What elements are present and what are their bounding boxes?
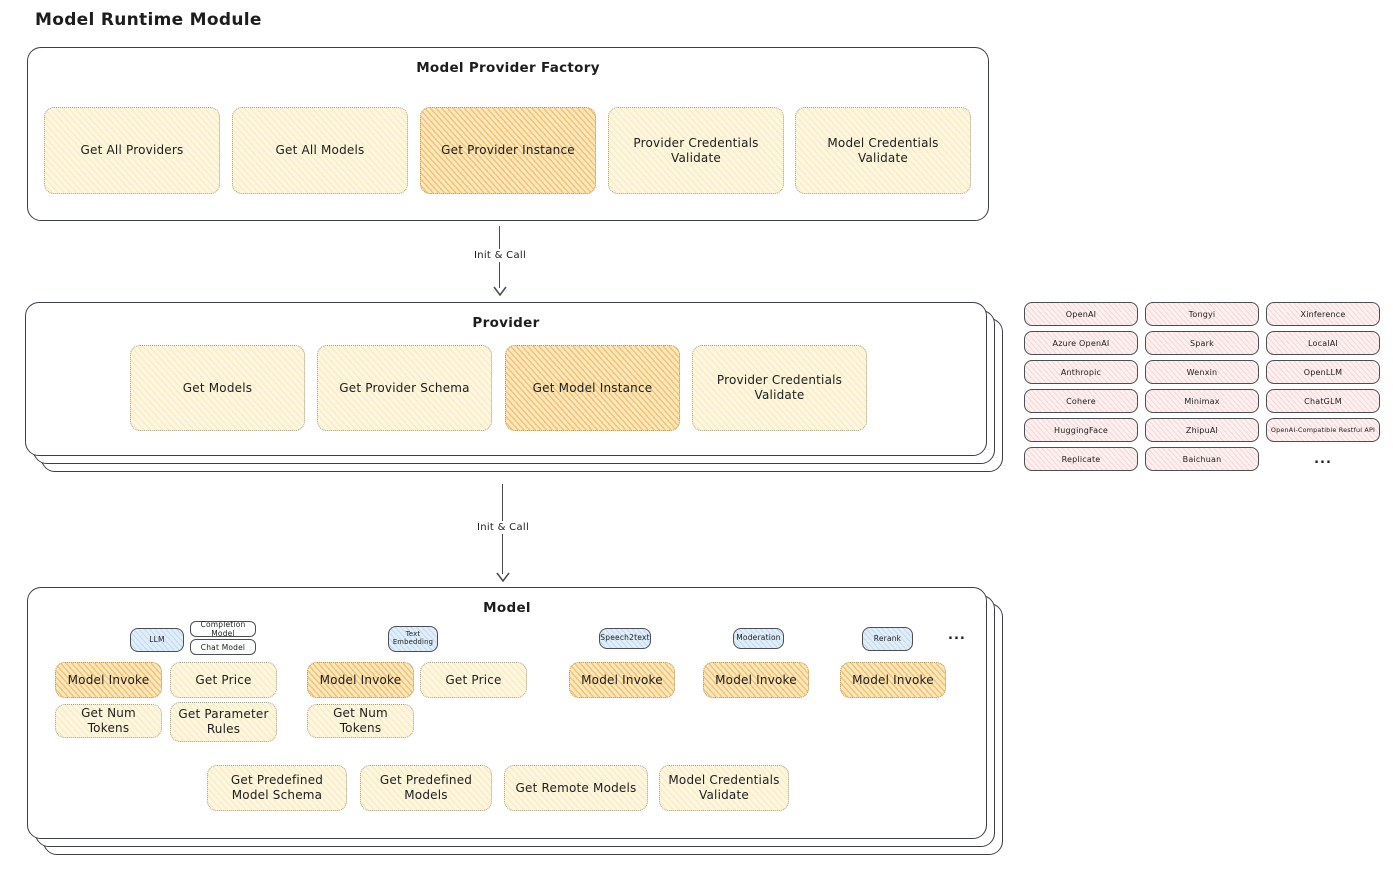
model-get-predefined-model-schema: Get Predefined Model Schema <box>207 765 347 811</box>
tag-rerank: Rerank <box>862 627 913 651</box>
text-embedding-get-price: Get Price <box>420 662 527 698</box>
palette-localai: LocalAI <box>1266 331 1380 355</box>
tag-completion-model: Completion Model <box>190 620 256 638</box>
model-model-credentials-validate: Model Credentials Validate <box>659 765 789 811</box>
llm-get-parameter-rules: Get Parameter Rules <box>170 702 277 742</box>
model-get-predefined-models: Get Predefined Models <box>360 765 492 811</box>
page-title: Model Runtime Module <box>35 10 262 30</box>
moderation-model-invoke: Model Invoke <box>703 662 809 698</box>
palette-azure-openai: Azure OpenAI <box>1024 331 1138 355</box>
provider-palette: OpenAI Tongyi Xinference Azure OpenAI Sp… <box>1024 302 1380 471</box>
arrow-factory-to-provider-label: Init & Call <box>469 249 531 262</box>
tag-chat-model: Chat Model <box>190 639 256 655</box>
palette-minimax: Minimax <box>1145 389 1259 413</box>
model-get-remote-models: Get Remote Models <box>504 765 648 811</box>
tag-llm: LLM <box>130 628 184 652</box>
provider-box-title: Provider <box>472 315 540 331</box>
tag-moderation: Moderation <box>733 628 784 649</box>
tag-text-embedding: Text Embedding <box>388 626 438 652</box>
tag-speech2text: Speech2text <box>599 628 651 649</box>
provider-get-provider-schema: Get Provider Schema <box>317 345 492 431</box>
palette-cohere: Cohere <box>1024 389 1138 413</box>
palette-wenxin: Wenxin <box>1145 360 1259 384</box>
llm-get-price: Get Price <box>170 662 277 698</box>
factory-get-provider-instance: Get Provider Instance <box>420 107 596 194</box>
factory-get-all-models: Get All Models <box>232 107 408 194</box>
palette-openai: OpenAI <box>1024 302 1138 326</box>
palette-openai-compatible-restful-api: OpenAI-Compatible Restful API <box>1266 418 1380 442</box>
palette-tongyi: Tongyi <box>1145 302 1259 326</box>
palette-huggingface: HuggingFace <box>1024 418 1138 442</box>
factory-model-credentials-validate: Model Credentials Validate <box>795 107 971 194</box>
arrow-provider-to-model-label: Init & Call <box>472 521 534 534</box>
text-embedding-get-num-tokens: Get Num Tokens <box>307 704 414 738</box>
palette-more-ellipsis: ... <box>1314 451 1332 467</box>
llm-model-invoke: Model Invoke <box>55 662 162 698</box>
palette-chatglm: ChatGLM <box>1266 389 1380 413</box>
palette-zhipuai: ZhipuAI <box>1145 418 1259 442</box>
provider-get-model-instance: Get Model Instance <box>505 345 680 431</box>
arrow-head-down-icon <box>493 286 507 296</box>
palette-spark: Spark <box>1145 331 1259 355</box>
llm-get-num-tokens: Get Num Tokens <box>55 704 162 738</box>
palette-baichuan: Baichuan <box>1145 447 1259 471</box>
factory-provider-credentials-validate: Provider Credentials Validate <box>608 107 784 194</box>
speech2text-model-invoke: Model Invoke <box>569 662 675 698</box>
provider-get-models: Get Models <box>130 345 305 431</box>
model-more-ellipsis: ... <box>948 628 966 643</box>
palette-replicate: Replicate <box>1024 447 1138 471</box>
arrow-head-down-icon <box>496 572 510 582</box>
provider-provider-credentials-validate: Provider Credentials Validate <box>692 345 867 431</box>
model-box-title: Model <box>483 600 531 616</box>
factory-box-title: Model Provider Factory <box>416 60 600 76</box>
factory-get-all-providers: Get All Providers <box>44 107 220 194</box>
palette-xinference: Xinference <box>1266 302 1380 326</box>
palette-anthropic: Anthropic <box>1024 360 1138 384</box>
palette-openllm: OpenLLM <box>1266 360 1380 384</box>
rerank-model-invoke: Model Invoke <box>840 662 946 698</box>
text-embedding-model-invoke: Model Invoke <box>307 662 414 698</box>
